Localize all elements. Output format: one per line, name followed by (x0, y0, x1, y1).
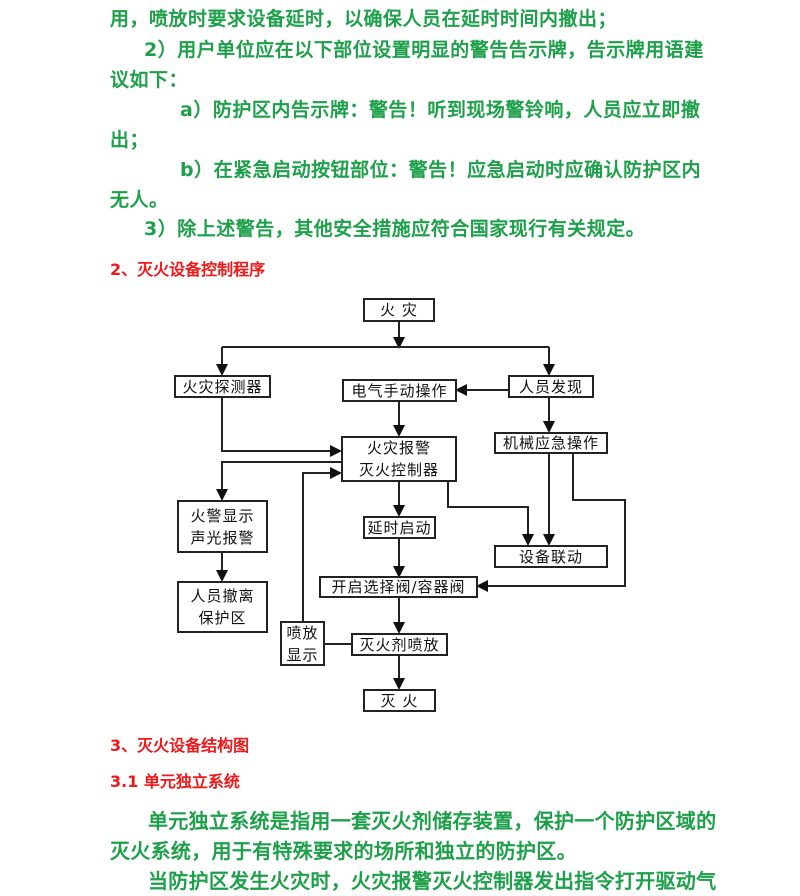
paragraph-line: 当防护区发生火灾时，火灾报警灭火控制器发出指令打开驱动气 (148, 869, 717, 893)
flow-node-spray-display: 喷放 显示 (280, 621, 325, 666)
flow-node-controller: 火灾报警 灭火控制器 (341, 436, 457, 482)
text-line: 用，喷放时要求设备延时，以确保人员在延时时间内撤出； (110, 8, 618, 30)
section-heading: 3、灭火设备结构图 (110, 736, 250, 755)
text-line: a）防护区内告示牌：警告！听到现场警铃响，人员应立即撤 (180, 99, 701, 121)
subsection-heading: 3.1 单元独立系统 (110, 772, 240, 791)
text-line: 出； (110, 129, 150, 151)
flow-node-delay-start: 延时启动 (363, 516, 436, 539)
flow-node-open-valve: 开启选择阀/容器阀 (319, 576, 478, 598)
flow-node-agent-spray: 灭火剂喷放 (351, 633, 448, 656)
flow-node-fire: 火 灾 (363, 298, 435, 322)
flow-node-mechanical: 机械应急操作 (494, 432, 608, 454)
flow-node-manual-electric: 电气手动操作 (342, 379, 457, 402)
section-heading: 2、灭火设备控制程序 (110, 260, 266, 279)
flow-node-alarm-display: 火警显示 声光报警 (177, 500, 268, 553)
flow-node-extinguish: 灭 火 (363, 689, 436, 712)
flow-node-detector: 火灾探测器 (174, 375, 271, 398)
text-line: b）在紧急启动按钮部位：警告！应急启动时应确认防护区内 (180, 159, 702, 181)
paragraph-line: 单元独立系统是指用一套灭火剂储存装置，保护一个防护区域的 (148, 809, 717, 833)
paragraph-line: 灭火系统，用于有特殊要求的场所和独立的防护区。 (110, 839, 577, 863)
flow-node-person-discover: 人员发现 (508, 375, 594, 398)
flow-node-evacuate: 人员撤离 保护区 (177, 581, 268, 633)
text-line: 2）用户单位应在以下部位设置明显的警告告示牌，告示牌用语建 (144, 39, 704, 61)
text-line: 无人。 (110, 189, 169, 211)
text-line: 议如下： (110, 69, 189, 91)
text-line: 3）除上述警告，其他安全措施应符合国家现行有关规定。 (144, 218, 646, 240)
flow-node-linkage: 设备联动 (494, 545, 608, 568)
